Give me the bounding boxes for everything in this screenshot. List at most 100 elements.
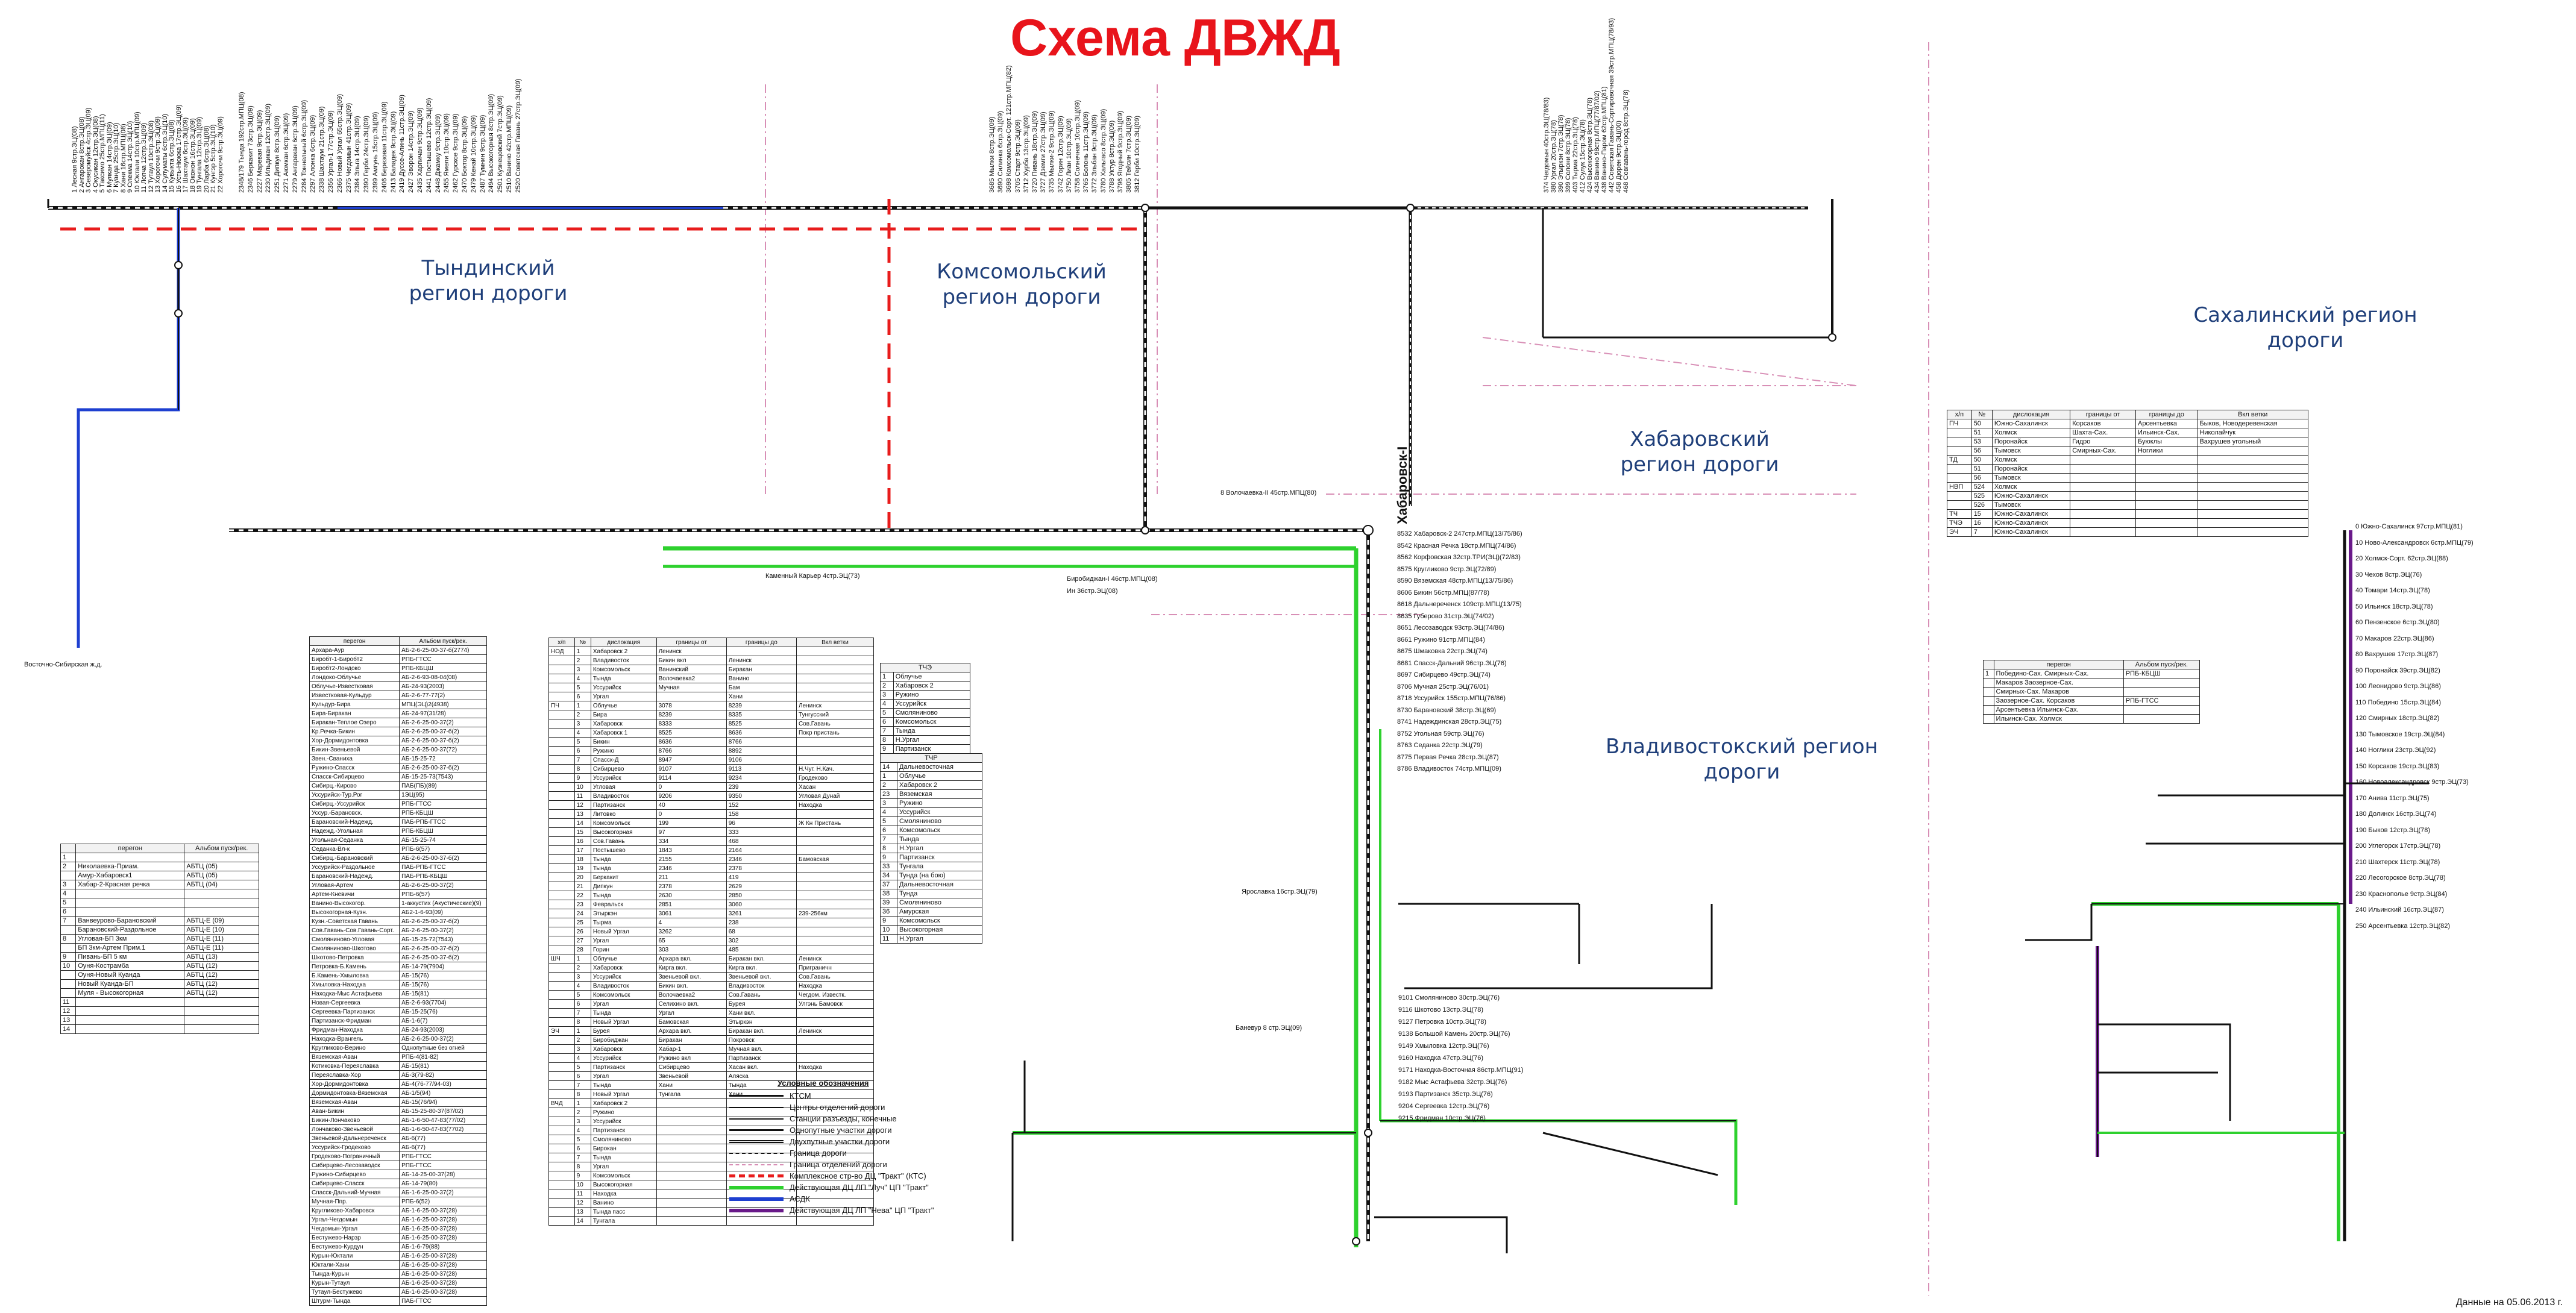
- table-cell: [548, 1153, 575, 1162]
- table-cell: 8239: [726, 701, 797, 710]
- table-cell: Тында: [590, 891, 657, 900]
- table-cell: ВЧД: [548, 1098, 575, 1108]
- table-cell: Макаров Заозерное-Сах.: [1993, 678, 2124, 688]
- table-cell: АБ-1-6-25-00-37(28): [399, 1287, 487, 1297]
- table-cell: [796, 873, 875, 882]
- table-cell: [656, 1144, 727, 1153]
- station-label: 110 Победино 15стр.ЭЦ(84): [2355, 698, 2442, 706]
- table-cell: Ружино: [590, 1108, 657, 1117]
- table-cell: Корсаков: [2070, 419, 2136, 428]
- table-cell: АБ-1-6-50-47-83(77/02): [399, 1115, 487, 1125]
- station-label: 150 Корсаков 19стр.ЭЦ(83): [2355, 762, 2440, 770]
- table-cell: РПБ-ГТСС: [399, 799, 487, 809]
- table-cell: Хабаровск 1: [590, 728, 657, 738]
- table-cell: 2346: [656, 863, 727, 873]
- table-cell: [1947, 473, 1972, 483]
- station-label: 15 Кувыкта 6стр.ЭЦ(08): [168, 119, 175, 193]
- table-cell: Курын-Тутаул: [309, 1278, 400, 1288]
- table-cell: 14: [880, 762, 897, 772]
- table-cell: Кругликово-Хабаровск: [309, 1206, 400, 1215]
- table-cell: 8525: [726, 719, 797, 729]
- station-label: 240 Ильинский 16стр.ЭЦ(87): [2355, 906, 2444, 913]
- station-label: 70 Макаров 22стр.ЭЦ(86): [2355, 635, 2434, 642]
- tche-title: ТЧЭ: [880, 663, 970, 672]
- table-cell: Кирга вкл.: [726, 963, 797, 973]
- station-label: 8775 Первая Речка 28стр.ЭЦ(87): [1397, 753, 1499, 761]
- station-label: 210 Шахтерск 11стр.ЭЦ(78): [2355, 858, 2440, 866]
- table-cell: [548, 692, 575, 701]
- table-cell: Ноглики: [2135, 446, 2198, 456]
- table-cell: [60, 979, 77, 989]
- table-cell: Владивосток: [726, 981, 797, 991]
- table-cell: 10: [880, 925, 897, 935]
- table-cell: Комсомольск: [590, 1171, 657, 1180]
- station-label: 2479 Кенай 10стр.ЭЦ(09): [470, 115, 477, 193]
- table-cell: [548, 1216, 575, 1226]
- table-cell: РПБ-КБЦШ: [399, 808, 487, 818]
- station-label: 3698 Комсомольск-Сорт. 121стр.МПЦ(82): [1005, 65, 1013, 193]
- table-cell: 7: [574, 1008, 591, 1018]
- table-cell: [796, 927, 875, 936]
- station-label: 0 Южно-Сахалинск 97стр.МПЦ(81): [2355, 523, 2463, 530]
- table-cell: [796, 683, 875, 692]
- station-label: 2348/179 Тында 192стр.МПЦ(08): [238, 92, 245, 193]
- table-cell: РПБ-ГТСС: [399, 1161, 487, 1170]
- table-cell: Высокогорная-Кузн.: [309, 907, 400, 917]
- legend-item: Двухпутные участки дороги: [729, 1136, 1043, 1147]
- table-cell: [1983, 687, 1994, 697]
- table-cell: [548, 1108, 575, 1117]
- table-cell: АБ-2-6-77-77(2): [399, 691, 487, 700]
- table-cell: Ванино: [590, 1198, 657, 1208]
- station-label: 442 Советская Гавань-Сортировочная 39стр…: [1608, 17, 1615, 193]
- table-cell: Кульдур-Бира: [309, 700, 400, 709]
- station-label: 2501 Кузнецовский 7стр.ЭЦ(09): [497, 95, 504, 193]
- station-label: 9193 Партизанск 35стр.ЭЦ(76): [1398, 1091, 1493, 1098]
- table-cell: Хор-Дормидонтовка: [309, 1079, 400, 1089]
- station-label: 468 Совгавань-город 8стр.ЭЦ(78): [1623, 89, 1630, 193]
- page-title: Схема ДВЖД: [1010, 9, 1340, 67]
- table-cell: 3: [574, 1117, 591, 1126]
- table-cell: АБ2-1-6-93(09): [399, 907, 487, 917]
- table-cell: [656, 1171, 727, 1180]
- station-label: 8697 Сибирцево 49стр.ЭЦ(74): [1397, 671, 1491, 678]
- table-cell: 8766: [656, 746, 727, 756]
- station-label: 8651 Лесозаводск 93стр.ЭЦ(74/86): [1397, 624, 1504, 631]
- station-label: 220 Лесогорское 8стр.ЭЦ(78): [2355, 874, 2446, 882]
- table-cell: Тутаул-Бестужево: [309, 1287, 400, 1297]
- table-cell: 5: [60, 898, 77, 907]
- table-cell: 6: [574, 1144, 591, 1153]
- table-cell: 238: [726, 918, 797, 927]
- table-cell: 50: [1971, 455, 1993, 465]
- table-cell: Тунгала: [590, 1216, 657, 1226]
- table-cell: 12: [574, 800, 591, 810]
- table-cell: 6: [574, 999, 591, 1009]
- table-cell: Тымовск: [1991, 473, 2071, 483]
- table-cell: [548, 1207, 575, 1217]
- station-label: 7 Куанда 25стр.ЭЦ(10): [113, 122, 120, 193]
- table-cell: 5: [574, 1062, 591, 1072]
- table-cell: Уссурийск-Раздольное: [309, 862, 400, 872]
- table-cell: Оуня-Кострамба: [75, 961, 185, 971]
- col-header: дислокация: [590, 638, 657, 647]
- table-cell: Биробт-1-Биробт2: [309, 654, 400, 664]
- table-cell: Тунгала: [656, 1089, 727, 1099]
- table-cell: 19: [574, 863, 591, 873]
- table-cell: Комсомольск: [897, 916, 982, 926]
